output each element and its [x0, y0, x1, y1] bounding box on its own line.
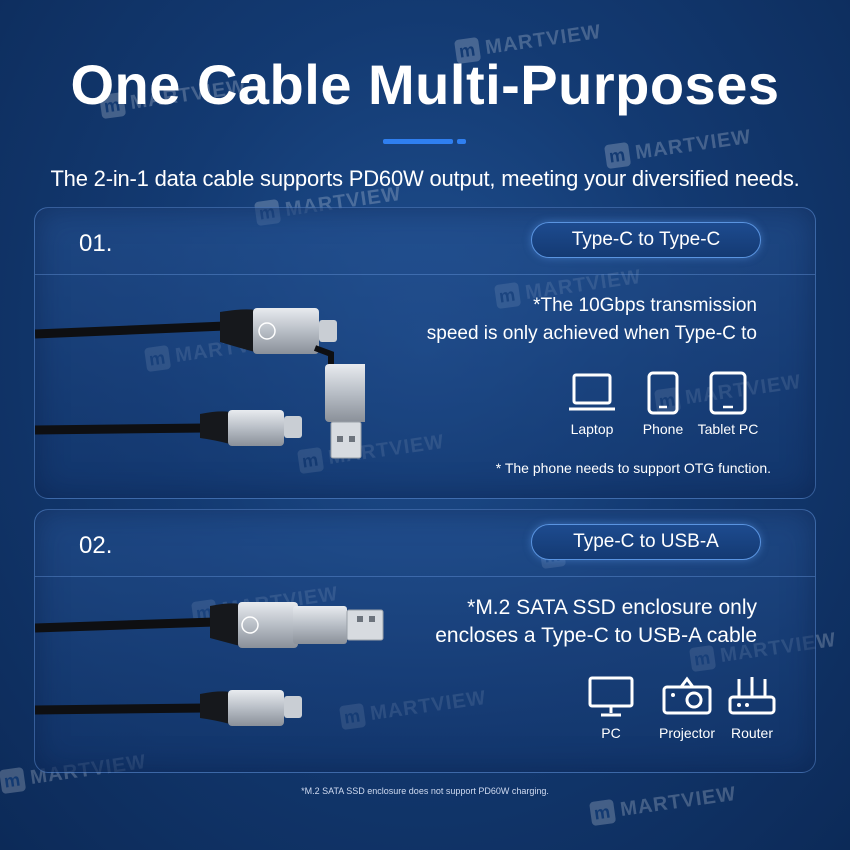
- device-projector: Projector: [647, 675, 727, 741]
- description-line: *The 10Gbps transmission: [533, 295, 757, 316]
- footnote: *M.2 SATA SSD enclosure does not support…: [301, 786, 549, 796]
- device-phone: Phone: [633, 371, 693, 437]
- description-line: *M.2 SATA SSD enclosure only: [467, 596, 757, 619]
- page-subtitle: The 2-in-1 data cable supports PD60W out…: [50, 166, 800, 191]
- device-pc: PC: [581, 675, 641, 741]
- page-title: One Cable Multi-Purposes: [70, 53, 780, 116]
- tablet-icon: [709, 371, 747, 415]
- title-underline: [383, 139, 453, 144]
- phone-icon: [647, 371, 679, 415]
- laptop-icon: [569, 373, 615, 411]
- router-icon: [728, 677, 776, 715]
- device-label: Laptop: [570, 421, 614, 437]
- panel-type-c-to-type-c: 01. Type-C to Type-C *The 10Gbps transmi…: [34, 207, 816, 499]
- panel-number: 02.: [79, 532, 113, 559]
- panel-description: *The 10Gbps transmission speed is only a…: [427, 292, 757, 348]
- panel-header: 01. Type-C to Type-C: [35, 208, 815, 275]
- panel-type-c-to-usb-a: 02. Type-C to USB-A *M.2 SATA SSD enclos…: [34, 509, 816, 773]
- panel-header: 02. Type-C to USB-A: [35, 510, 815, 577]
- device-router: Router: [717, 675, 787, 741]
- panel-note: * The phone needs to support OTG functio…: [495, 460, 771, 476]
- device-label: Tablet PC: [697, 421, 759, 437]
- device-label: Phone: [642, 421, 684, 437]
- projector-icon: [662, 676, 712, 715]
- cable-type-label: Type-C to Type-C: [531, 222, 761, 258]
- device-label: Projector: [658, 725, 716, 741]
- description-line: speed is only achieved when Type-C to: [426, 323, 757, 344]
- device-label: Router: [730, 725, 774, 741]
- device-tablet: Tablet PC: [693, 371, 763, 437]
- panel-description: *M.2 SATA SSD enclosure only encloses a …: [435, 594, 757, 650]
- device-laptop: Laptop: [562, 371, 622, 437]
- cable-type-label: Type-C to USB-A: [531, 524, 761, 560]
- device-label: PC: [601, 725, 621, 741]
- cable-illustration-c-to-c: [35, 308, 365, 459]
- title-underline-dot: [457, 139, 466, 144]
- panel-number: 01.: [79, 230, 113, 257]
- cable-illustration-c-to-a: [35, 602, 384, 726]
- description-line: encloses a Type-C to USB-A cable: [435, 624, 757, 647]
- monitor-icon: [588, 676, 634, 717]
